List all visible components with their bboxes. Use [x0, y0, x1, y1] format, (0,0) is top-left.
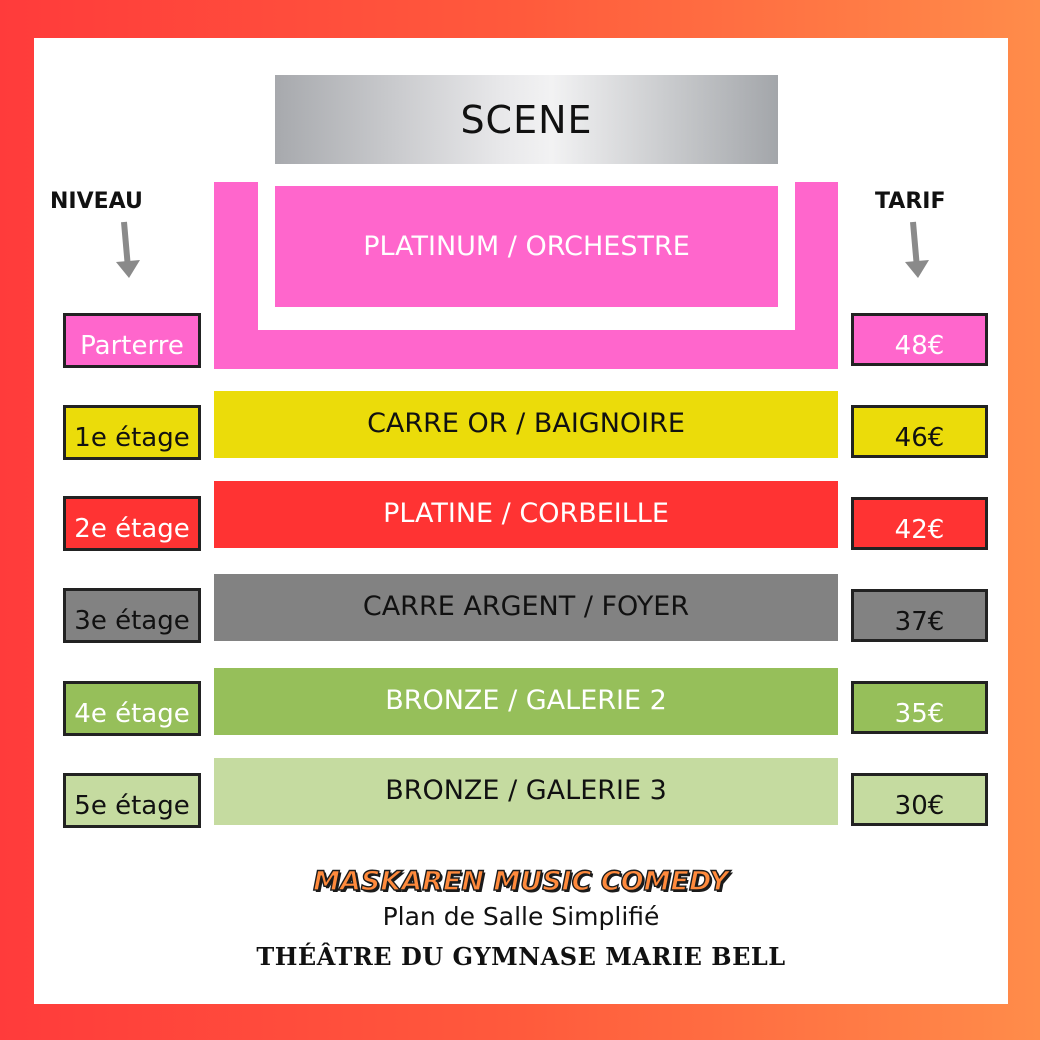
section-galerie-2: BRONZE / GALERIE 2: [214, 668, 838, 735]
section-label: PLATINE / CORBEILLE: [383, 498, 669, 529]
level-header: NIVEAU: [50, 189, 143, 214]
price-label: 30€: [894, 791, 945, 821]
level-label: Parterre: [80, 331, 184, 361]
level-4: 4e étage: [63, 681, 201, 736]
price-3: 37€: [851, 589, 988, 642]
level-5: 5e étage: [63, 773, 201, 828]
section-label: CARRE ARGENT / FOYER: [362, 591, 690, 622]
price-label: 46€: [894, 423, 945, 453]
venue-name: THÉÂTRE DU GYMNASE MARIE BELL: [256, 942, 786, 971]
price-label: 48€: [894, 331, 945, 361]
brand-logo-text: MASKAREN MUSIC COMEDY: [312, 865, 729, 897]
price-parterre: 48€: [851, 313, 988, 366]
level-1: 1e étage: [63, 405, 201, 460]
section-label: BRONZE / GALERIE 3: [385, 775, 667, 806]
price-1: 46€: [851, 405, 988, 458]
section-label: CARRE OR / BAIGNOIRE: [367, 408, 685, 439]
price-2: 42€: [851, 497, 988, 550]
seating-plan-panel: SCENE NIVEAU TARIF PLATINUM / ORCHESTRE …: [34, 38, 1008, 1004]
level-label: 2e étage: [74, 514, 190, 544]
price-label: 35€: [894, 699, 945, 729]
price-4: 35€: [851, 681, 988, 734]
plan-subtitle: Plan de Salle Simplifié: [382, 902, 660, 931]
level-label: 4e étage: [74, 699, 190, 729]
level-3: 3e étage: [63, 588, 201, 643]
level-parterre: Parterre: [63, 313, 201, 368]
section-galerie-3: BRONZE / GALERIE 3: [214, 758, 838, 825]
price-header: TARIF: [875, 189, 946, 214]
level-label: 3e étage: [74, 606, 190, 636]
section-platine: PLATINE / CORBEILLE: [214, 481, 838, 548]
stage-block: SCENE: [275, 75, 778, 164]
section-label: BRONZE / GALERIE 2: [385, 685, 667, 716]
down-arrow-icon: [905, 221, 929, 278]
section-label: PLATINUM / ORCHESTRE: [363, 231, 690, 262]
price-label: 37€: [894, 607, 945, 637]
level-label: 1e étage: [74, 423, 190, 453]
section-carre-argent: CARRE ARGENT / FOYER: [214, 574, 838, 641]
stage-label: SCENE: [460, 97, 593, 142]
down-arrow-icon: [116, 221, 140, 278]
level-2: 2e étage: [63, 496, 201, 551]
section-orchestra: PLATINUM / ORCHESTRE: [275, 186, 778, 307]
price-label: 42€: [894, 515, 945, 545]
level-label: 5e étage: [74, 791, 190, 821]
price-5: 30€: [851, 773, 988, 826]
section-carre-or: CARRE OR / BAIGNOIRE: [214, 391, 838, 458]
